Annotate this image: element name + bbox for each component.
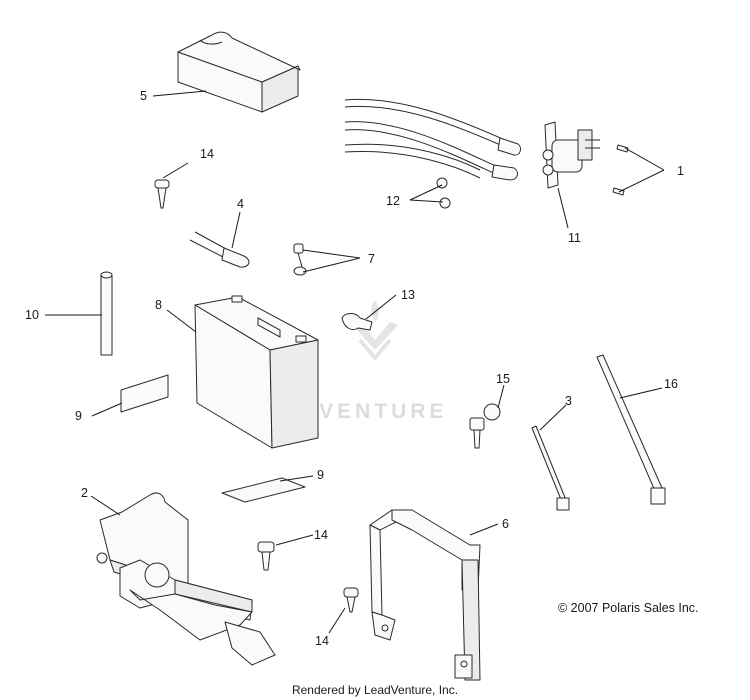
callout-15: 15 [496,372,510,386]
part-15-clip [469,403,501,449]
callout-4: 4 [237,197,244,211]
part-12-nuts [436,177,451,209]
callout-11: 11 [568,231,581,245]
copyright-notice: © 2007 Polaris Sales Inc. [558,601,699,615]
part-13-terminal [341,313,373,331]
part-14-rivet-mid [257,541,275,571]
part-3-strap [531,425,570,511]
part-9-label-b [221,477,306,503]
callout-7: 7 [368,252,375,266]
callout-5: 5 [140,89,147,103]
callout-12: 12 [386,194,400,208]
footer-credit: Rendered by LeadVenture, Inc. [291,683,459,697]
part-4-ground-cable [189,231,250,268]
callout-3: 3 [565,394,572,408]
callout-1: 1 [677,164,684,178]
callout-16: 16 [664,377,678,391]
callout-10: 10 [25,308,39,322]
part-14-rivet-top [154,179,170,209]
callout-9b: 9 [317,468,324,482]
callout-8: 8 [155,298,162,312]
callouts: 1 2 3 4 5 6 7 8 9 9 10 11 12 13 14 14 14… [25,89,684,648]
callout-9a: 9 [75,409,82,423]
callout-14b: 14 [314,528,328,542]
callout-13: 13 [401,288,415,302]
part-8-battery [194,295,319,449]
part-10-tube [100,271,113,356]
part-11-solenoid [542,121,600,189]
part-7-bolt [293,243,307,276]
part-6-bracket [369,509,481,681]
part-14-rivet-bottom [343,587,359,613]
callout-14c: 14 [315,634,329,648]
part-16-strap [596,354,666,505]
part-2-tray [96,492,276,666]
part-5-cover [177,31,301,113]
part-1-screws [612,144,629,196]
battery-cables [344,98,522,181]
callout-2: 2 [81,486,88,500]
callout-6: 6 [502,517,509,531]
leader-lines [45,90,665,634]
part-9-label-a [120,374,169,413]
callout-14a: 14 [200,147,214,161]
